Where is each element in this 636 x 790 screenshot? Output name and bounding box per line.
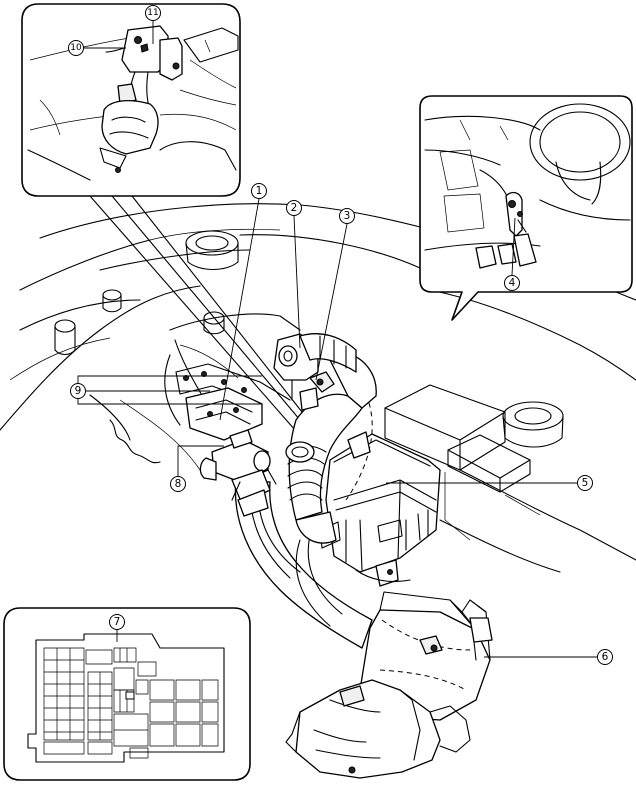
callout-8-label: 8 — [175, 478, 182, 490]
callout-11-label: 11 — [147, 8, 158, 18]
leader-lines — [77, 21, 597, 658]
intake-hose — [234, 479, 373, 649]
engine-bay-outline — [0, 203, 636, 573]
callout-8: 8 — [170, 476, 186, 492]
throttle-body — [273, 333, 371, 459]
callout-9-label: 9 — [75, 385, 82, 397]
inset-detail-bottom-left — [3, 607, 251, 781]
callout-4-label: 4 — [509, 277, 516, 289]
callout-6-label: 6 — [602, 651, 609, 663]
intake-manifold — [175, 363, 291, 441]
lower-air-intake — [285, 679, 471, 779]
callout-6: 6 — [597, 649, 613, 665]
callout-5-label: 5 — [582, 477, 589, 489]
callout-10-label: 10 — [70, 43, 82, 53]
callout-1-label: 1 — [256, 185, 263, 197]
callout-5: 5 — [577, 475, 593, 491]
inset-detail-top-right — [419, 95, 633, 321]
callout-1: 1 — [251, 183, 267, 199]
inset-detail-top-left — [21, 3, 303, 431]
callout-7-label: 7 — [114, 616, 121, 628]
callout-3: 3 — [339, 208, 355, 224]
callout-2-label: 2 — [291, 202, 298, 214]
fuse-block — [27, 633, 225, 763]
callout-9: 9 — [70, 383, 86, 399]
callout-2: 2 — [286, 200, 302, 216]
callout-4: 4 — [504, 275, 520, 291]
purge-solenoid-valve — [199, 429, 277, 517]
air-cleaner — [319, 433, 441, 587]
callout-11: 11 — [145, 5, 161, 21]
callout-10: 10 — [68, 40, 84, 56]
callout-7: 7 — [109, 614, 125, 630]
callout-3-label: 3 — [344, 210, 351, 222]
